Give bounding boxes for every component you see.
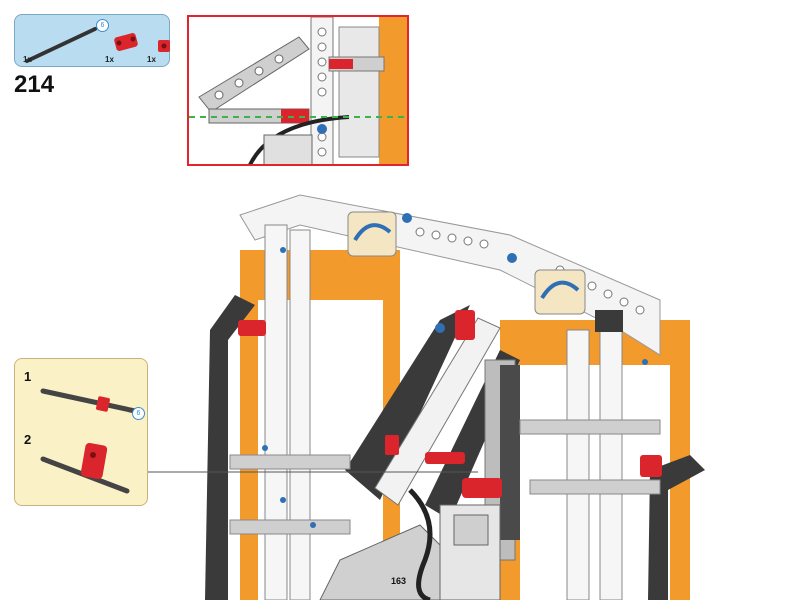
part-quantity: 1x xyxy=(23,55,32,64)
red-connectors xyxy=(238,310,662,498)
part-quantity: 1x xyxy=(147,55,156,64)
axle-with-bush-icon xyxy=(40,388,138,414)
step-number: 214 xyxy=(14,71,55,98)
axle-connector-icon xyxy=(114,33,138,51)
decal-left xyxy=(347,211,397,257)
blue-pins xyxy=(262,213,648,528)
parts-icons xyxy=(25,27,170,63)
motor-cable xyxy=(408,488,433,600)
axle-connector-assembly-icon xyxy=(40,442,130,494)
part-quantity: 1x xyxy=(105,55,114,64)
substep-number: 2 xyxy=(24,432,32,447)
axle-length-badge: 6 xyxy=(132,407,145,420)
dark-side-rails xyxy=(205,295,705,600)
page-number: 163 xyxy=(391,576,407,586)
detail-illustration xyxy=(189,17,407,164)
horizontal-beams xyxy=(229,419,661,535)
detail-callout xyxy=(187,15,409,166)
white-vertical-beams xyxy=(264,224,623,600)
motor xyxy=(319,504,501,600)
bush-icon xyxy=(158,40,170,52)
subassembly-panel: 1 6 2 xyxy=(14,358,148,506)
substep-illustrations xyxy=(40,388,138,494)
parts-list: 6 1x 1x 1x xyxy=(14,14,170,67)
axle-length-badge: 6 xyxy=(96,19,109,32)
decal-right xyxy=(534,269,586,315)
substep-number: 1 xyxy=(24,369,32,384)
axle-icon xyxy=(25,27,97,63)
